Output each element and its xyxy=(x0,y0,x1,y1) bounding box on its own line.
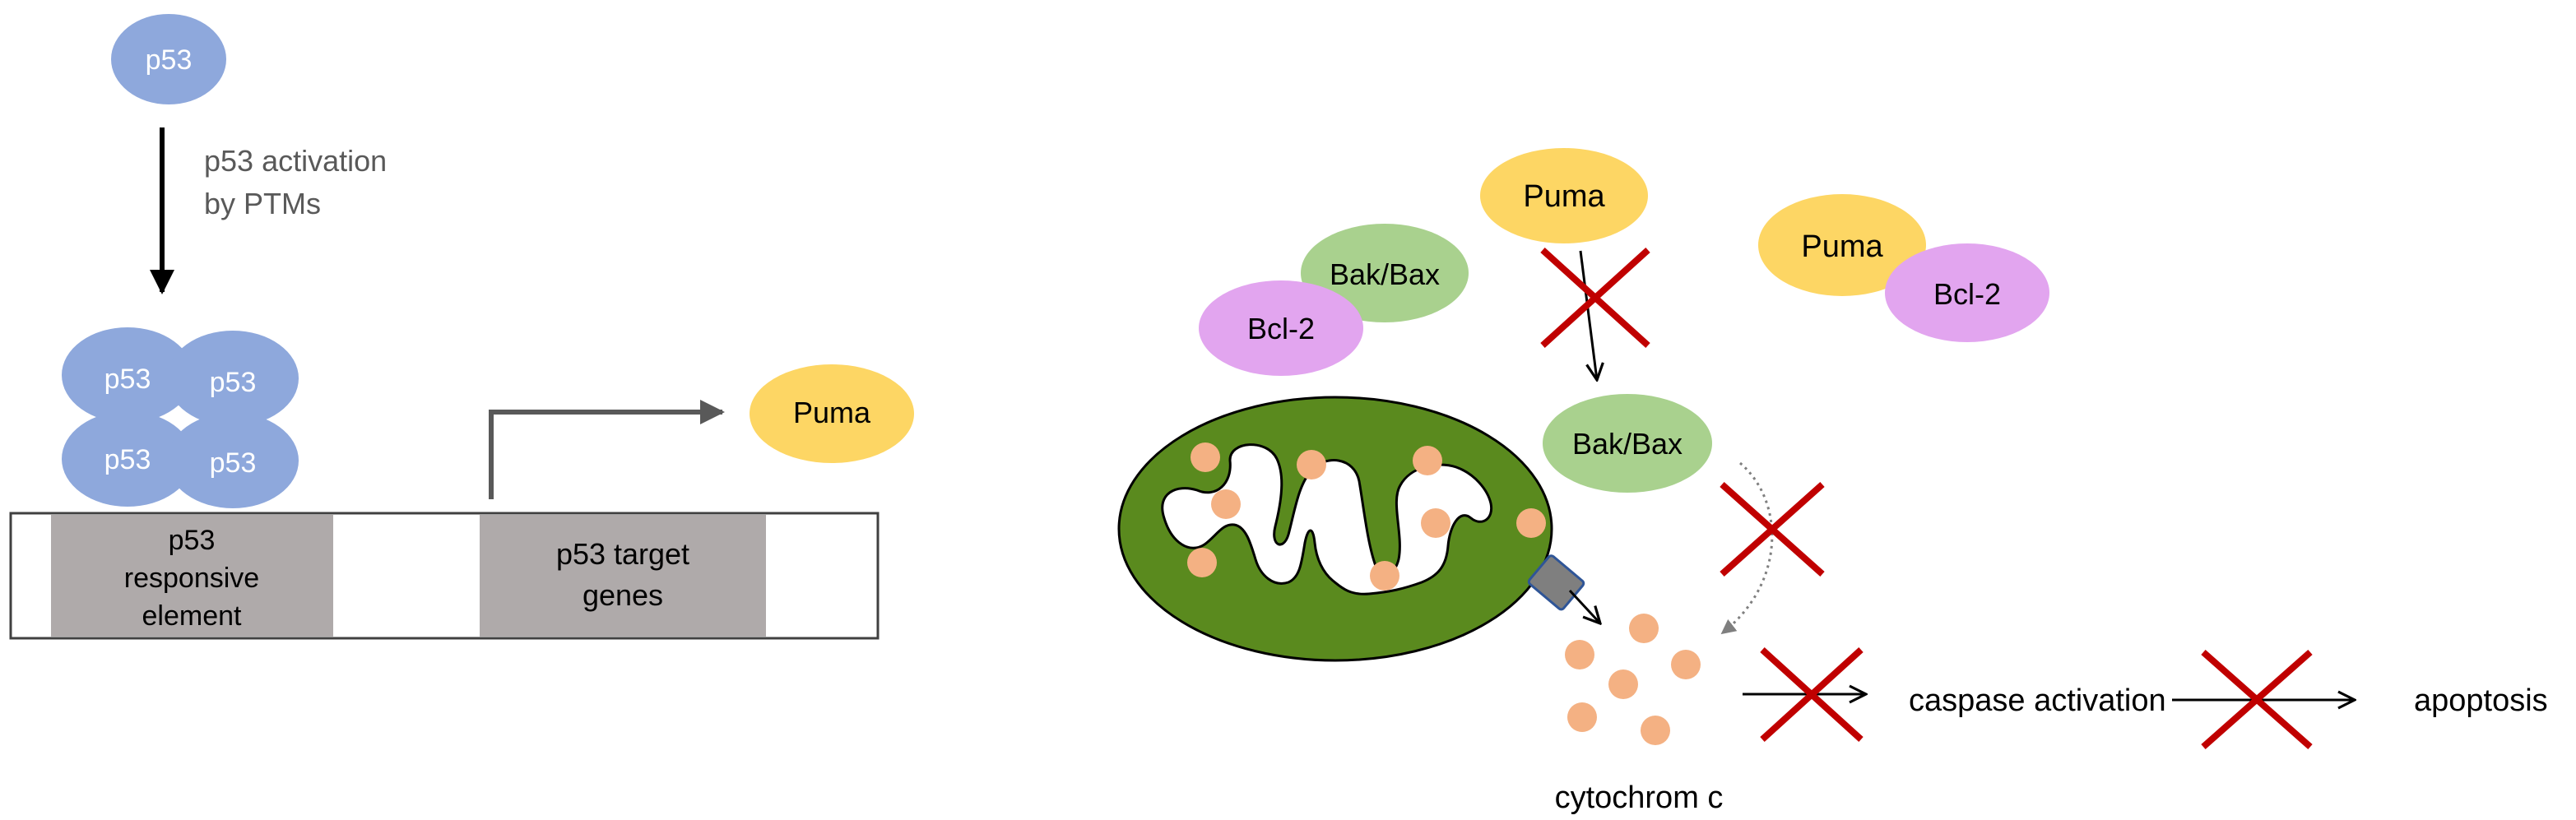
responsive-element-label-1: p53 xyxy=(169,525,216,556)
tetramer-p53-3: p53 xyxy=(104,444,151,475)
bcl2-complex-label: Bcl-2 xyxy=(1933,277,2001,311)
cristae xyxy=(1161,443,1493,595)
apoptosis-label: apoptosis xyxy=(2414,683,2548,718)
cytochrome-release-arrow xyxy=(1568,589,1600,623)
target-genes-box xyxy=(480,515,766,637)
target-genes-label-1: p53 target xyxy=(556,537,689,571)
bcl2-left: Bcl-2 xyxy=(1199,280,1363,376)
tetramer-p53-4: p53 xyxy=(210,447,257,479)
bakbax-upper-label: Bak/Bax xyxy=(1330,257,1440,291)
puma-bcl2-complex: Puma Bcl-2 xyxy=(1758,194,2049,342)
tetramer-p53-2: p53 xyxy=(210,367,257,398)
responsive-element-label-3: element xyxy=(142,600,243,632)
responsive-element-box xyxy=(51,515,333,637)
puma-top-label: Puma xyxy=(1523,179,1605,214)
bcl2-left-label: Bcl-2 xyxy=(1247,312,1315,345)
bakbax-membrane: Bak/Bax xyxy=(1543,394,1712,493)
activation-label-line1: p53 activation xyxy=(204,144,387,178)
cross-icon xyxy=(1720,482,1825,577)
pore-channel xyxy=(1527,554,1585,611)
activation-label-line2: by PTMs xyxy=(204,187,321,220)
right-panel: Puma Bak/Bax Bcl-2 Puma Bcl-2 xyxy=(1117,148,2548,815)
p53-protein-top: p53 xyxy=(111,14,226,104)
p53-top-label: p53 xyxy=(146,44,193,76)
cytochrome-c-particles xyxy=(1565,614,1701,745)
puma-product: Puma xyxy=(750,364,914,463)
left-panel: p53 p53 activation by PTMs p53 responsiv… xyxy=(9,14,914,640)
puma-product-label: Puma xyxy=(793,396,871,429)
puma-to-bakbax-arrow xyxy=(1579,250,1597,380)
p53-tetramer: p53 p53 p53 p53 xyxy=(62,327,299,508)
target-genes-label-2: genes xyxy=(583,578,663,612)
cytochrome-c-label: cytochrom c xyxy=(1555,781,1724,815)
transcription-arrow xyxy=(489,400,725,499)
tetramer-p53-1: p53 xyxy=(104,364,151,395)
responsive-element-label-2: responsive xyxy=(124,563,259,594)
puma-complex-label: Puma xyxy=(1801,229,1883,264)
cross-icon xyxy=(1760,647,1864,742)
cross-icon xyxy=(1540,248,1650,348)
dotted-activation-arrow xyxy=(1720,461,1774,635)
puma-top: Puma xyxy=(1480,148,1648,243)
caspase-activation-label: caspase activation xyxy=(1909,683,2166,718)
bakbax-membrane-label: Bak/Bax xyxy=(1572,427,1683,461)
cross-icon xyxy=(2201,650,2313,749)
mitochondrion xyxy=(1117,396,1553,662)
